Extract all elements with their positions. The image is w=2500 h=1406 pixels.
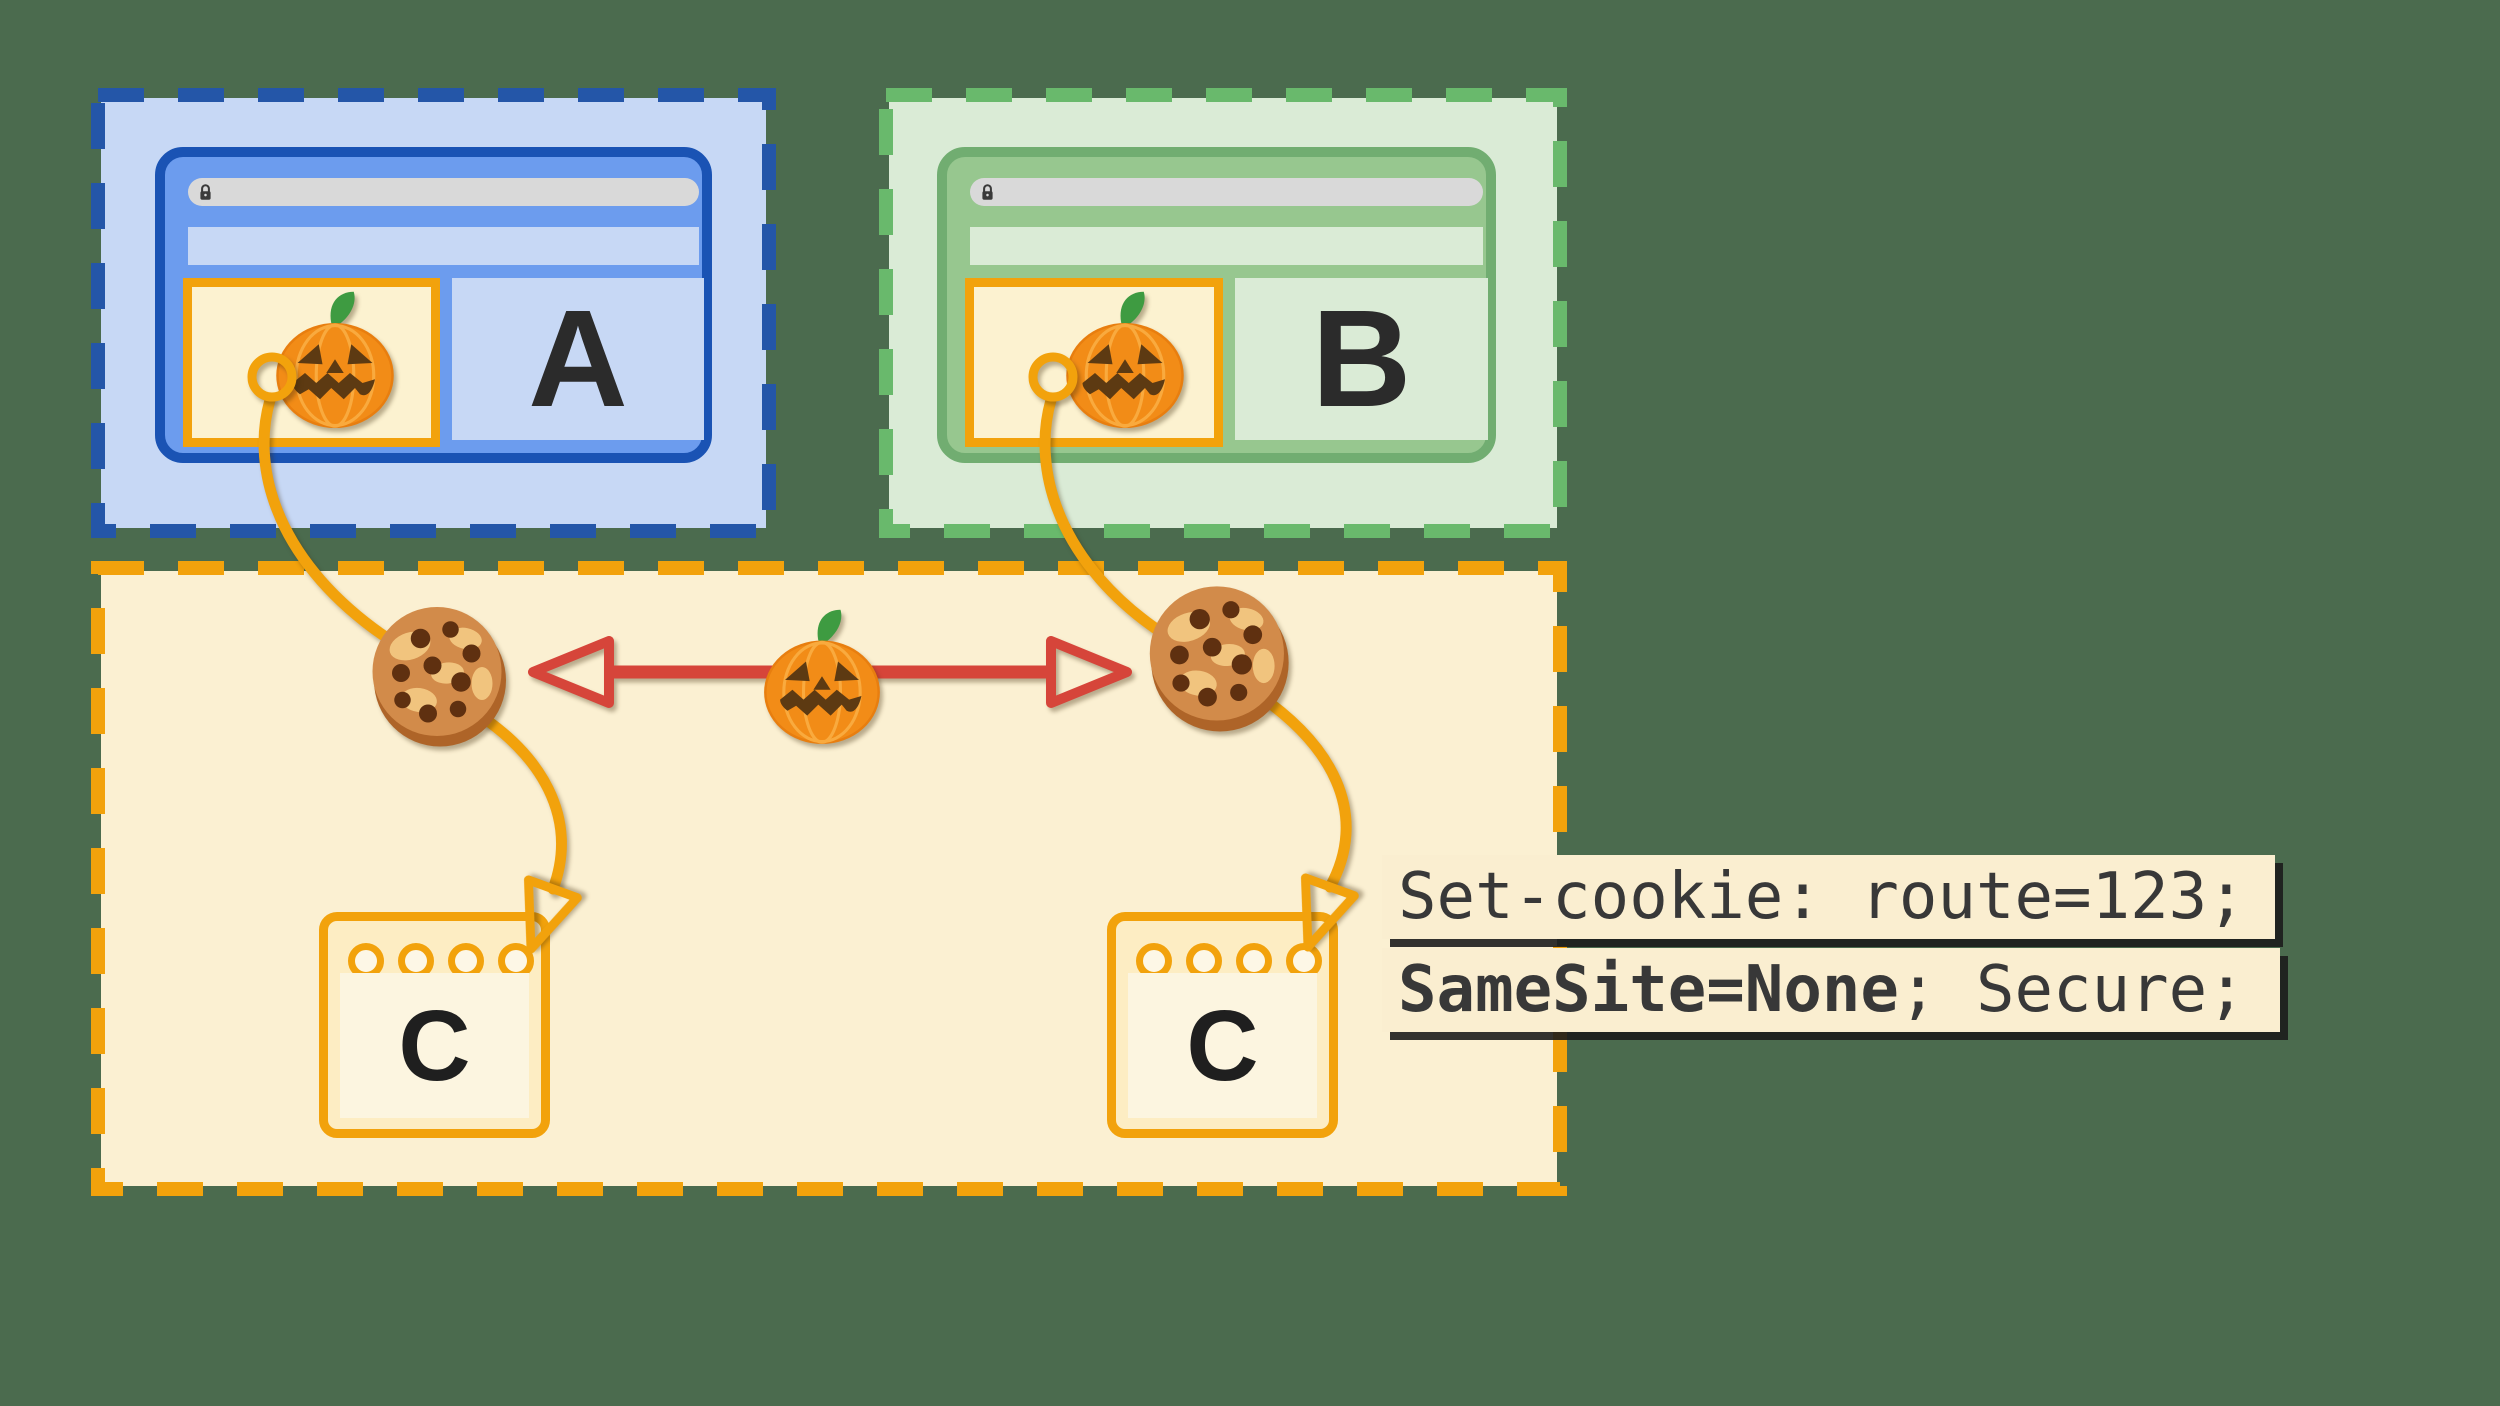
set-cookie-annotation-line2: SameSite=None; Secure; — [1382, 948, 2280, 1032]
site-b-label: B — [1311, 282, 1412, 436]
lock-icon — [200, 183, 211, 200]
lock-icon — [982, 183, 993, 200]
third-party-dashed-border — [91, 561, 1567, 1196]
address-bar-b — [970, 178, 1483, 206]
browser-window-b: B — [937, 147, 1496, 463]
browser-window-a: A — [155, 147, 712, 463]
site-a-content-panel: A — [452, 278, 704, 440]
server-c-right-label: C — [1186, 989, 1259, 1102]
site-b-content-panel: B — [1235, 278, 1488, 440]
site-b-boundary: B — [879, 88, 1567, 538]
site-a-dashed-border — [91, 88, 776, 538]
third-party-iframe-a — [183, 278, 440, 447]
server-body: C — [1128, 973, 1317, 1118]
server-window-c-left: C — [319, 912, 550, 1138]
set-cookie-annotation-line1: Set-cookie: route=123; — [1382, 855, 2275, 939]
site-a-boundary: A — [91, 88, 776, 538]
address-bar-a — [188, 178, 699, 206]
annotation-line1-text: Set-cookie: route=123; — [1398, 860, 2246, 934]
annotation-samesite-text: SameSite=None — [1398, 953, 1899, 1027]
server-window-c-right: C — [1107, 912, 1338, 1138]
server-body: C — [340, 973, 529, 1118]
site-b-dashed-border — [879, 88, 1567, 538]
third-party-iframe-b — [965, 278, 1223, 447]
annotation-secure-text: ; Secure; — [1898, 953, 2246, 1027]
nav-strip-b — [970, 227, 1483, 265]
server-c-left-label: C — [398, 989, 471, 1102]
third-party-boundary: C C — [91, 561, 1567, 1196]
nav-strip-a — [188, 227, 699, 265]
site-a-label: A — [528, 282, 628, 436]
